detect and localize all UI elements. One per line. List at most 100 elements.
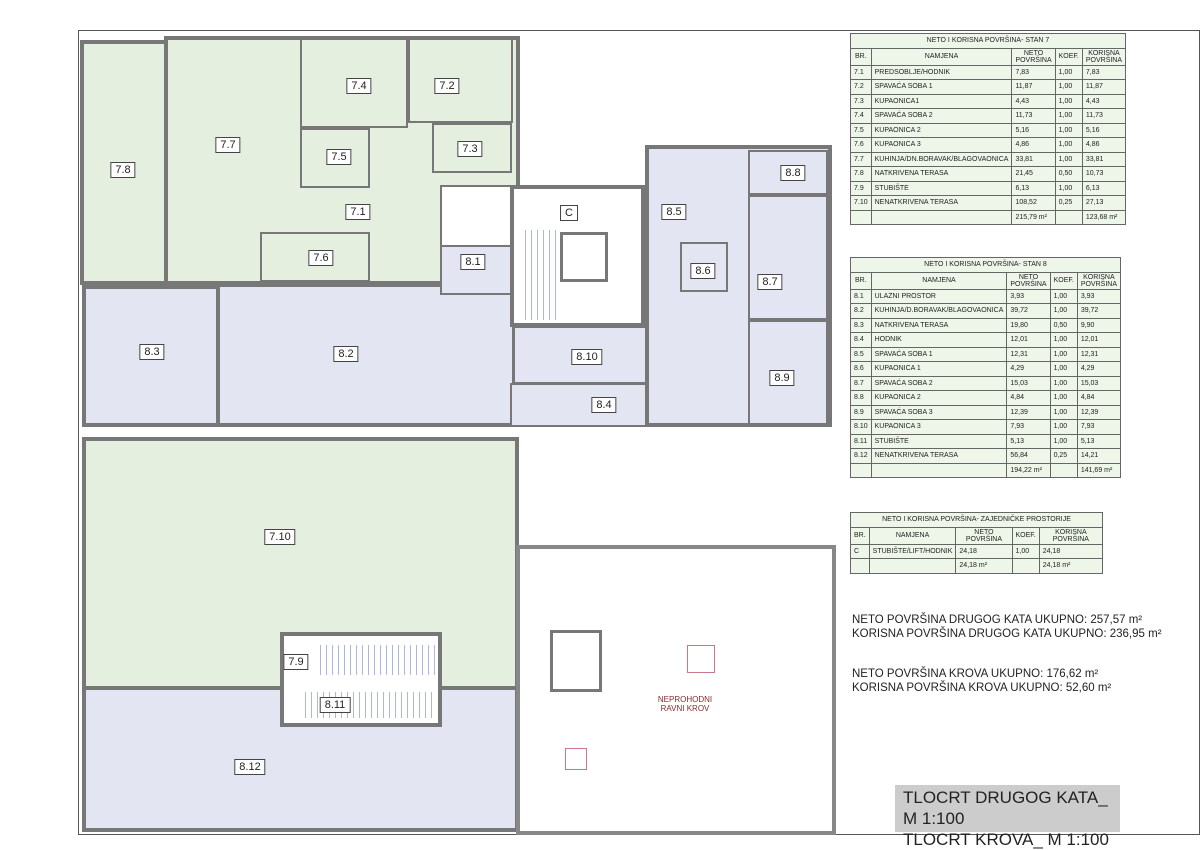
table-cell: 4,84 [1006, 390, 1051, 406]
table-cell: 1,00 [1054, 151, 1083, 167]
table-cell: 12,01 [1006, 332, 1051, 348]
room-label: 7.1 [345, 204, 371, 220]
table-zajednicke: NETO I KORISNA POVRŠINA- ZAJEDNIČKE PROS… [850, 512, 1104, 574]
table-cell: 7,83 [1081, 64, 1127, 80]
summary-line: KORISNA POVRŠINA DRUGOG KATA UKUPNO: 236… [852, 628, 1162, 640]
col-namjena: NAMJENA [868, 526, 957, 545]
col-br: BR. [850, 271, 872, 290]
col-namjena: NAMJENA [870, 47, 1013, 66]
table-cell: 7,93 [1006, 419, 1051, 435]
table-cell: 1,00 [1011, 543, 1040, 559]
room-label: 8.12 [234, 759, 266, 775]
table-cell: 12,39 [1076, 404, 1121, 420]
table-cell: 11,87 [1081, 79, 1127, 95]
room-label: 8.7 [757, 274, 783, 290]
room-label: 7.2 [434, 78, 460, 94]
total-korisna: 24,18 m² [1038, 558, 1104, 574]
table-cell: 11,73 [1081, 108, 1127, 124]
table-cell: 0,50 [1049, 317, 1078, 333]
table-cell: STUBIŠTE [870, 180, 1013, 196]
table-cell: 6,13 [1081, 180, 1127, 196]
room-label: 7.3 [457, 141, 483, 157]
room-label: 7.10 [264, 529, 296, 545]
room-label: 8.6 [690, 263, 716, 279]
col-korisna: KORISNA POVRŠINA [1038, 526, 1104, 545]
table-cell: 9,90 [1076, 317, 1121, 333]
table-cell: 8.5 [850, 346, 872, 362]
table-cell: 1,00 [1054, 64, 1083, 80]
table-cell: STUBIŠTE/LIFT/HODNIK [868, 543, 957, 559]
table-cell: 5,16 [1011, 122, 1056, 138]
table-cell: 1,00 [1049, 303, 1078, 319]
table-cell: 5,16 [1081, 122, 1127, 138]
table-cell: 8.12 [850, 448, 872, 464]
col-namjena: NAMJENA [870, 271, 1008, 290]
table-cell: 56,84 [1006, 448, 1051, 464]
table-cell: 3,93 [1076, 288, 1121, 304]
total-neto: 215,79 m² [1011, 209, 1056, 225]
table-cell: 7,93 [1076, 419, 1121, 435]
table-cell: KUHINJA/DN.BORAVAK/BLAGOVAONICA [870, 151, 1013, 167]
table-cell: 4,29 [1076, 361, 1121, 377]
table-cell: 19,80 [1006, 317, 1051, 333]
room-label: 7.7 [215, 137, 241, 153]
table-cell: 4,43 [1011, 93, 1056, 109]
table-cell: 4,86 [1081, 137, 1127, 153]
table-title: NETO I KORISNA POVRŠINA- STAN 8 [850, 257, 1121, 273]
room-label: 8.4 [591, 397, 617, 413]
table-cell: 4,84 [1076, 390, 1121, 406]
col-br: BR. [850, 526, 870, 545]
roof-stairs-upper [315, 645, 435, 675]
table-cell: SPAVAĆA SOBA 2 [870, 108, 1013, 124]
col-koef: KOEF. [1011, 526, 1040, 545]
table-cell: 108,52 [1011, 195, 1056, 211]
table-cell: KUPAONICA1 [870, 93, 1013, 109]
table-cell: 1,00 [1049, 375, 1078, 391]
table-cell: 33,81 [1081, 151, 1127, 167]
room-7-8 [80, 40, 168, 285]
summary-line: NETO POVRŠINA KROVA UKUPNO: 176,62 m² [852, 668, 1099, 680]
table-cell: KUPAONICA 3 [870, 137, 1013, 153]
table-cell: 12,31 [1076, 346, 1121, 362]
summary-line: KORISNA POVRŠINA KROVA UKUPNO: 52,60 m² [852, 682, 1112, 694]
table-cell: KUPAONICA 2 [870, 122, 1013, 138]
room-label: 7.5 [326, 149, 352, 165]
table-cell: 1,00 [1049, 390, 1078, 406]
table-cell: 5,13 [1006, 433, 1051, 449]
table-cell: 15,03 [1006, 375, 1051, 391]
col-neto: NETO POVRŠINA [1006, 271, 1051, 290]
total-neto: 194,22 m² [1006, 462, 1051, 478]
table-cell: 24,18 [955, 543, 1013, 559]
summary-line: NETO POVRŠINA DRUGOG KATA UKUPNO: 257,57… [852, 614, 1143, 626]
table-cell: NATKRIVENA TERASA [870, 166, 1013, 182]
room-8-7 [748, 195, 828, 320]
table-cell: NENATKRIVENA TERASA [870, 448, 1008, 464]
table-cell: 8.11 [850, 433, 872, 449]
table-cell: 8.10 [850, 419, 872, 435]
table-cell: 1,00 [1054, 180, 1083, 196]
table-cell: 15,03 [1076, 375, 1121, 391]
table-cell: 0,25 [1049, 448, 1078, 464]
col-koef: KOEF. [1054, 47, 1083, 66]
table-title: NETO I KORISNA POVRŠINA- ZAJEDNIČKE PROS… [850, 512, 1103, 528]
lift-shaft [560, 232, 608, 282]
table-cell: NATKRIVENA TERASA [870, 317, 1008, 333]
table-cell: SPAVAĆA SOBA 2 [870, 375, 1008, 391]
table-cell: 14,21 [1076, 448, 1121, 464]
table-cell: 1,00 [1049, 419, 1078, 435]
total-korisna: 141,69 m² [1076, 462, 1121, 478]
table-cell: KUHINJA/D.BORAVAK/BLAGOVAONICA [870, 303, 1008, 319]
room-label: 8.5 [661, 204, 687, 220]
table-cell: ULAZNI PROSTOR [870, 288, 1008, 304]
col-neto: NETO POVRŠINA [955, 526, 1013, 545]
table-cell: 8.7 [850, 375, 872, 391]
table-cell: 39,72 [1006, 303, 1051, 319]
table-cell: 8.8 [850, 390, 872, 406]
table-cell: 8.3 [850, 317, 872, 333]
